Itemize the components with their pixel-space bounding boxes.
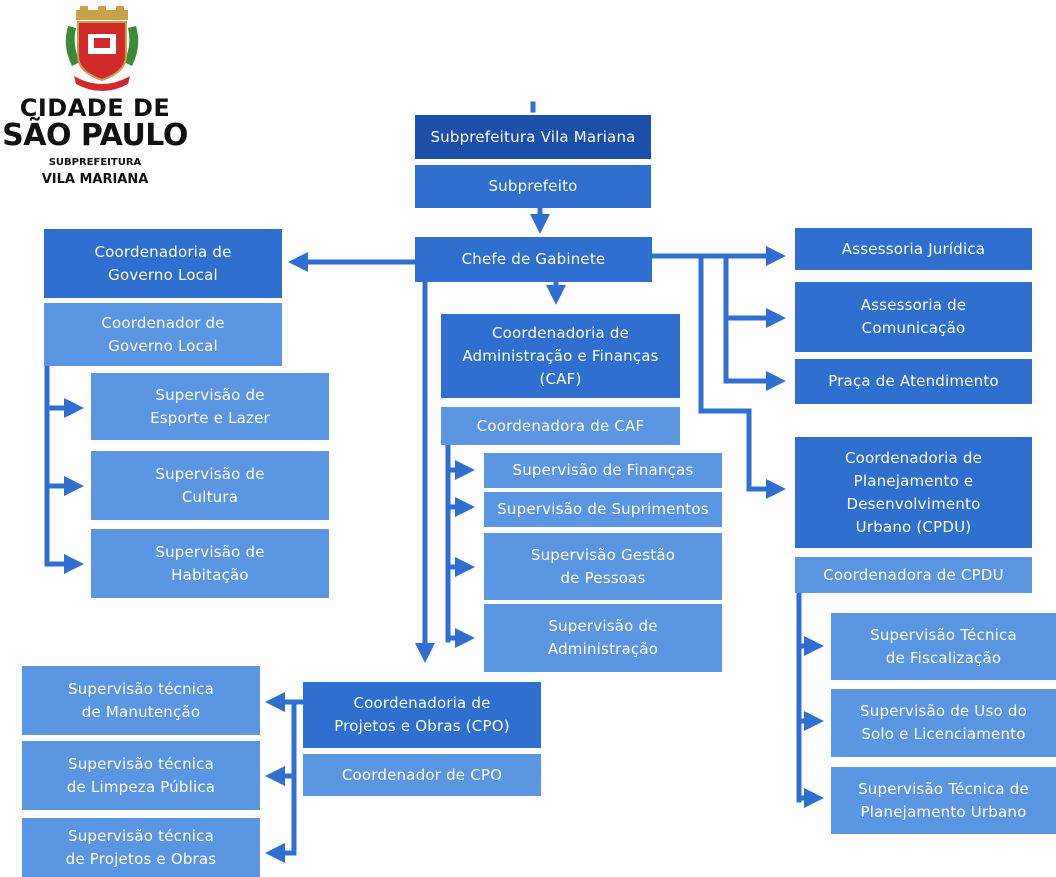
node-supervisao-planejamento-urbano: Supervisão Técnica de Planejamento Urban… bbox=[831, 767, 1056, 834]
node-assessoria-comunicacao: Assessoria de Comunicação bbox=[795, 282, 1032, 352]
node-assessoria-juridica: Assessoria Jurídica bbox=[795, 228, 1032, 270]
logo-line-2: SÃO PAULO bbox=[2, 118, 188, 153]
node-coordenadora-caf: Coordenadora de CAF bbox=[441, 407, 680, 445]
node-coordenadoria-cpdu: Coordenadoria de Planejamento e Desenvol… bbox=[795, 437, 1032, 548]
logo-line-4: VILA MARIANA bbox=[41, 172, 149, 187]
node-coordenador-cpo: Coordenador de CPO bbox=[303, 754, 541, 796]
node-supervisao-uso-solo: Supervisão de Uso do Solo e Licenciament… bbox=[831, 689, 1056, 757]
node-coordenador-governo-local: Coordenador de Governo Local bbox=[44, 303, 282, 366]
node-supervisao-administracao: Supervisão de Administração bbox=[484, 604, 722, 672]
node-coordenadoria-governo-local: Coordenadoria de Governo Local bbox=[44, 229, 282, 298]
node-supervisao-habitacao: Supervisão de Habitação bbox=[91, 529, 329, 598]
coat-of-arms-icon bbox=[65, 6, 139, 91]
node-supervisao-gestao-pessoas: Supervisão Gestão de Pessoas bbox=[484, 533, 722, 600]
node-supervisao-manutencao: Supervisão técnica de Manutenção bbox=[22, 666, 260, 735]
node-coordenadoria-cpo: Coordenadoria de Projetos e Obras (CPO) bbox=[303, 682, 541, 748]
node-supervisao-suprimentos: Supervisão de Suprimentos bbox=[484, 492, 722, 527]
node-supervisao-cultura: Supervisão de Cultura bbox=[91, 451, 329, 520]
node-subprefeito: Subprefeito bbox=[415, 165, 651, 208]
node-subprefeitura: Subprefeitura Vila Mariana bbox=[415, 115, 651, 159]
node-supervisao-fiscalizacao: Supervisão Técnica de Fiscalização bbox=[831, 613, 1056, 680]
node-coordenadoria-caf: Coordenadoria de Administração e Finança… bbox=[441, 314, 680, 398]
logo-line-1: CIDADE DE bbox=[19, 94, 171, 122]
logo-line-3: SUBPREFEITURA bbox=[48, 157, 142, 168]
node-supervisao-limpeza: Supervisão técnica de Limpeza Pública bbox=[22, 741, 260, 810]
logo: CIDADE DE SÃO PAULO SUBPREFEITURA VILA M… bbox=[0, 0, 200, 200]
node-supervisao-esporte-lazer: Supervisão de Esporte e Lazer bbox=[91, 373, 329, 440]
node-supervisao-projetos-obras: Supervisão técnica de Projetos e Obras bbox=[22, 818, 260, 877]
node-praca-atendimento: Praça de Atendimento bbox=[795, 359, 1032, 404]
node-chefe-de-gabinete: Chefe de Gabinete bbox=[415, 237, 652, 282]
node-coordenadora-cpdu: Coordenadora de CPDU bbox=[795, 557, 1032, 593]
node-supervisao-financas: Supervisão de Finanças bbox=[484, 453, 722, 488]
